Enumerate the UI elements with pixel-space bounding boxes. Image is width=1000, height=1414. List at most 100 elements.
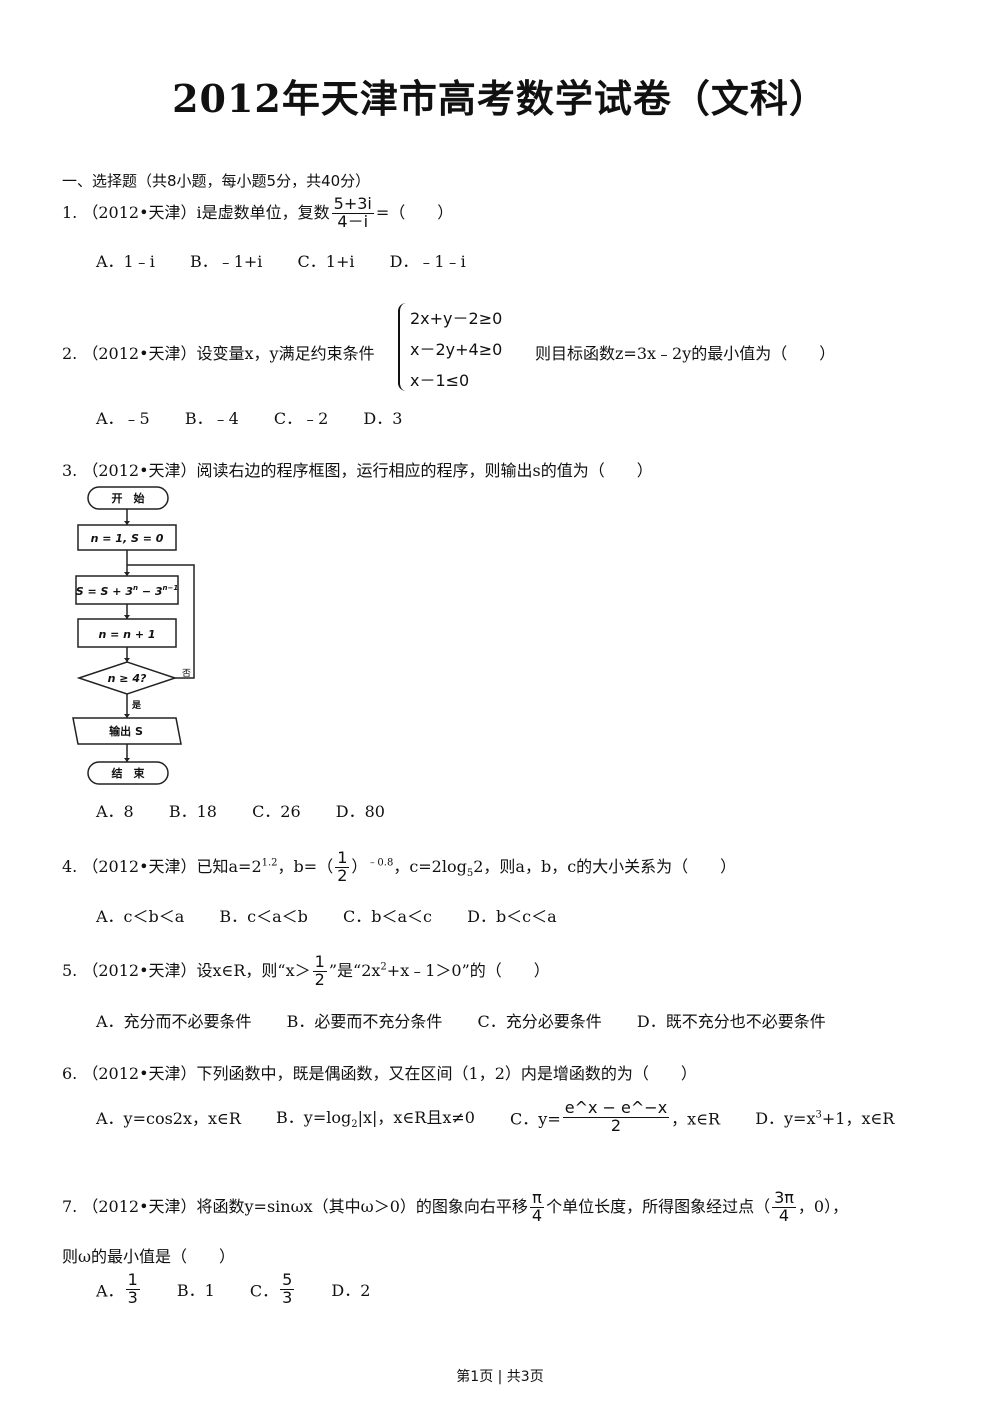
q2-option-a: A．﹣5 [96,409,150,428]
flow-update-mid: − 3 [138,585,163,598]
q7-tail: ，0）， [797,1196,849,1216]
q2-tail: 则目标函数z=3x﹣2y的最小值为（ ） [535,344,836,363]
q5-frac-num: 1 [312,952,327,972]
flow-end-box [87,761,169,785]
flow-incr-label: n = n + 1 [98,628,155,641]
section-heading: 一、选择题（共8小题，每小题5分，共40分） [62,172,371,190]
q1-tail: =（ ） [375,202,454,222]
q5-exponent: 2 [380,961,387,973]
q4-option-a: A．c＜b＜a [96,907,185,926]
q5-option-b: B．必要而不充分条件 [286,1012,443,1031]
q6-option-c-den: 2 [610,1115,622,1135]
q7-frac2-num: 3π [772,1188,796,1208]
q2-option-b: B．﹣4 [184,409,239,428]
q6-option-b: B．y=log2|x|，x∈R且x≠0 [276,1104,475,1130]
flow-start-box [87,486,169,510]
q1-frac-den: 4－i [337,211,369,231]
q1-option-b: B．﹣1+i [189,252,263,271]
question-6: 6. （2012•天津）下列函数中，既是偶函数，又在区间（1，2）内是增函数的为… [62,1064,697,1083]
q2-constraint-2: x－2y+4≥0 [410,340,503,359]
q6-option-d: D．y=x3+1，x∈R [755,1105,894,1129]
question-3: 3. （2012•天津）阅读右边的程序框图，运行相应的程序，则输出s的值为（ ） [62,461,653,480]
q7-frac1-num: π [529,1189,545,1208]
q4-mid3: ，c=2log [393,856,467,876]
q4-option-c: C．b＜a＜c [343,907,433,926]
q3-option-d: D．80 [335,802,385,821]
q1-option-a: A．1﹣i [96,252,155,271]
q7-option-c-num: 5 [280,1270,295,1290]
q2-constraint-1: 2x+y－2≥0 [410,309,503,328]
page-title: 2012年天津市高考数学试卷（文科） [172,76,828,121]
flow-update-exp2: n−1 [163,584,179,592]
q6-option-c-pre: C．y= [510,1109,561,1129]
flow-condition-label: n ≥ 4? [108,672,147,685]
q7-option-a-num: 1 [125,1270,140,1290]
q7-frac1-den: 4 [531,1205,543,1225]
q4-frac-num: 1 [335,848,350,868]
q6-option-b-sub: 2 [351,1119,358,1131]
flow-no-label: 否 [182,668,191,679]
q7-mid: 个单位长度，所得图象经过点（ [546,1196,771,1216]
q5-tail: +x﹣1＞0”的（ ） [386,960,550,980]
flow-output-box [72,717,182,745]
q3-option-b: B．18 [168,802,217,821]
q4-mid1: ，b=（ [277,856,334,876]
q4-tail: 2，则a，b，c的大小关系为（ ） [473,856,737,876]
q6-option-c-num: e^x − e^−x [562,1098,670,1118]
flow-end-label: 结 束 [111,766,146,780]
flow-update-label: S = S + 3n − 3n−1 [76,584,179,598]
q4-a-exponent: 1.2 [261,857,278,869]
q7-frac2-den: 4 [778,1205,790,1225]
q7-line-2: 则ω的最小值是（ ） [62,1247,236,1266]
q6-options: A．y=cos2x，x∈R B．y=log2|x|，x∈R且x≠0 C．y=e^… [96,1098,894,1135]
q2-stem: 2. （2012•天津）设变量x，y满足约束条件 [62,344,375,363]
q4-mid2: ） [351,856,368,876]
q7-option-b: B．1 [176,1281,215,1301]
q5-options: A．充分而不必要条件 B．必要而不充分条件 C．充分必要条件 D．既不充分也不必… [96,1008,826,1032]
q1-option-d: D．﹣1﹣i [389,252,466,271]
q7-stem: 7. （2012•天津）将函数y=sinωx（其中ω＞0）的图象向右平移 [62,1196,528,1216]
q5-option-d: D．既不充分也不必要条件 [636,1012,826,1031]
q6-option-a: A．y=cos2x，x∈R [96,1109,241,1129]
q5-option-c: C．充分必要条件 [477,1012,602,1031]
q2-options: A．﹣5 B．﹣4 C．﹣2 D．3 [96,405,432,429]
q2-constraint-system: 2x+y－2≥0 x－2y+4≥0 x－1≤0 [398,303,520,391]
q4-options: A．c＜b＜a B．c＜a＜b C．b＜a＜c D．b＜c＜a [96,903,587,927]
q4-frac-den: 2 [337,865,348,885]
q7-option-c-den: 3 [282,1287,293,1307]
flow-update-exp1: n [133,584,138,592]
q4-option-d: D．b＜c＜a [467,907,557,926]
flow-yes-label: 是 [131,700,142,711]
q7-option-d: D．2 [331,1281,371,1301]
q1-options: A．1﹣i B．﹣1+i C．1+i D．﹣1﹣i [96,248,496,272]
q7-option-c-pre: C． [249,1281,279,1301]
flowchart: 开 始 n = 1, S = 0 S = S + 3n − 3n−1 n = n… [72,486,195,785]
q7-option-a-den: 3 [127,1287,138,1307]
flow-init-label: n = 1, S = 0 [91,532,164,545]
q3-option-c: C．26 [252,802,301,821]
q3-option-a: A．8 [96,802,134,821]
q1-stem: 1. （2012•天津）i是虚数单位，复数 [62,202,330,222]
q2-option-c: C．﹣2 [273,409,329,428]
q5-option-a: A．充分而不必要条件 [96,1012,252,1031]
flow-output-label: 输出 S [109,724,143,738]
q6-option-b-post: |x|，x∈R且x≠0 [357,1108,475,1128]
q1-frac-num: 5+3i [331,194,374,214]
q4-log-base: 5 [466,867,474,879]
q4-option-b: B．c＜a＜b [219,907,308,926]
q6-option-b-pre: B．y=log [276,1108,352,1128]
flow-update-main: S = S + 3 [76,585,134,598]
q4-b-exponent: ﹣0.8 [367,857,394,869]
